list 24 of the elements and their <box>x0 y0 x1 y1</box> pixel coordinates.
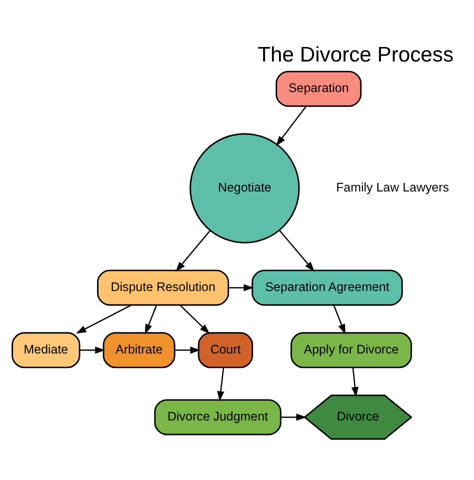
arrow <box>280 414 306 421</box>
arrow <box>180 304 210 334</box>
diagram-title: The Divorce Process <box>258 44 454 67</box>
arrow <box>276 106 307 146</box>
arrow <box>217 367 224 402</box>
arrow <box>228 284 254 292</box>
arrow <box>176 230 211 272</box>
arrow <box>76 304 132 334</box>
node-box: Court <box>198 332 254 368</box>
arrow <box>278 230 315 272</box>
node-box: Mediate <box>12 332 80 368</box>
node-box: Separation <box>276 70 362 107</box>
node-circle: Negotiate <box>190 133 300 244</box>
node-box: Separation Agreement <box>252 270 403 306</box>
node-box: Apply for Divorce <box>290 332 412 368</box>
arrow <box>351 367 359 398</box>
arrow <box>333 304 346 334</box>
label: Family Law Lawyers <box>336 180 450 195</box>
arrow <box>80 346 106 354</box>
arrow <box>174 346 200 354</box>
arrow <box>144 304 158 334</box>
node-box: Dispute Resolution <box>97 270 230 306</box>
node-box: Divorce Judgment <box>154 399 282 436</box>
node-box: Arbitrate <box>102 332 176 368</box>
